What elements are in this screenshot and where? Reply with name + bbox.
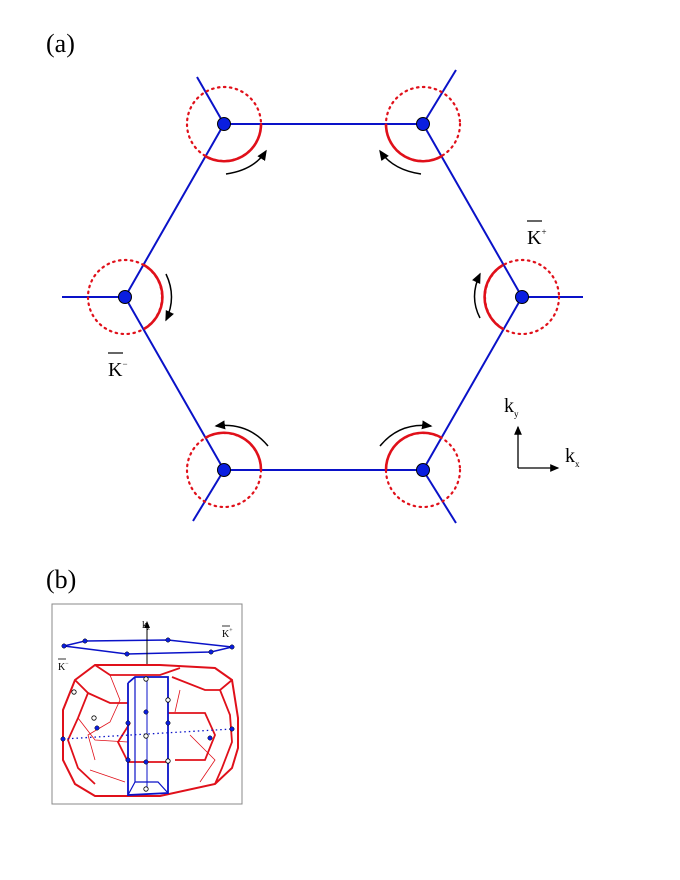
node-bottom-left (217, 463, 231, 477)
node-right (515, 290, 529, 304)
k-plus-label: K+ (527, 220, 547, 249)
k-plus-label-small: K+ (222, 625, 233, 640)
svg-text:K+: K+ (527, 227, 547, 249)
fermi-arc-right (483, 263, 504, 331)
bulk-weyl-nodes (60, 709, 235, 765)
projection-dotted-line (62, 728, 233, 740)
svg-text:K+: K+ (222, 628, 233, 640)
svg-text:kz: kz (142, 620, 150, 632)
fermi-arc-top-right (384, 123, 443, 163)
node-top-left (217, 117, 231, 131)
arrow-top-left (225, 149, 267, 175)
node-bottom-right (416, 463, 430, 477)
node-top-right (416, 117, 430, 131)
kz-axis: kz (142, 620, 150, 664)
k-axes-indicator: ky kx (504, 395, 580, 472)
fermi-arc-bottom-left (204, 431, 263, 471)
surface-zone-perspective (61, 637, 235, 657)
kx-label: kx (565, 445, 580, 469)
weyl-nodes (118, 117, 529, 477)
open-circle-markers (71, 676, 171, 792)
ky-label: ky (504, 395, 519, 419)
panel-a: (a) (46, 29, 583, 524)
panel-b: (b) kz K+ K− (46, 565, 243, 805)
fermi-arc-bottom-right (384, 431, 443, 471)
surface-brillouin-zone-hexagon (123, 123, 524, 471)
k-minus-label-small: K− (58, 658, 69, 673)
fermi-arcs (143, 123, 504, 471)
arrow-bottom-left (214, 420, 269, 447)
arrow-bottom-right (379, 420, 433, 447)
fermi-arc-left (143, 263, 164, 331)
fermi-arc-top-left (204, 123, 263, 163)
panel-a-label: (a) (46, 29, 75, 58)
arrow-left (165, 273, 174, 322)
arrow-top-right (379, 149, 422, 175)
dotted-circles (86, 85, 561, 509)
k-minus-label: K− (108, 352, 128, 381)
svg-text:K−: K− (58, 661, 69, 673)
circulation-arrows (165, 149, 481, 447)
zone-spokes (62, 69, 583, 524)
panel-b-label: (b) (46, 565, 76, 594)
svg-text:K−: K− (108, 359, 128, 381)
node-left (118, 290, 132, 304)
arrow-right (472, 272, 481, 319)
